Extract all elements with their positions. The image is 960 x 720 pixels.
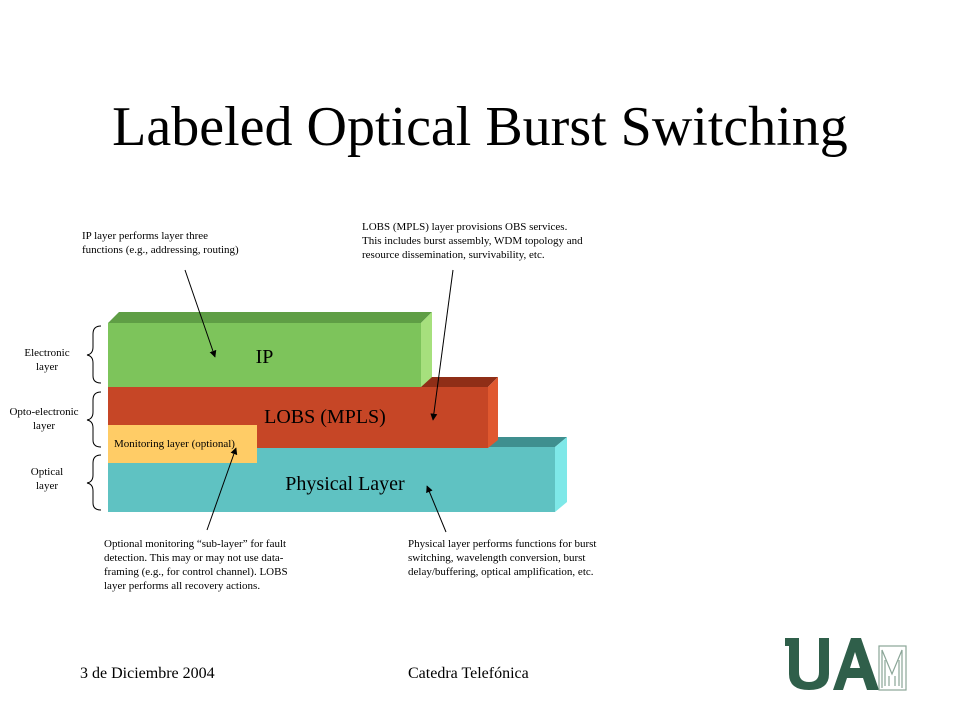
ip-note-arrow: [184, 269, 217, 358]
uam-logo-icon: [785, 638, 907, 691]
monitor-note-arrow: [206, 447, 238, 531]
slide-title: Labeled Optical Burst Switching: [112, 96, 848, 158]
physical-layer-side: [555, 437, 567, 512]
monitoring-layer-note: Optional monitoring “sub-layer” for faul…: [104, 538, 288, 592]
ip-layer-top: [108, 312, 432, 323]
ip-layer-block: [108, 312, 432, 387]
monitoring-layer-label: Monitoring layer (optional): [114, 438, 235, 450]
ip-layer-side: [421, 312, 432, 387]
footer-date: 3 de Diciembre 2004: [80, 665, 215, 682]
ip-layer-note: IP layer performs layer three functions …: [82, 230, 239, 256]
physical-layer-label: Physical Layer: [285, 473, 405, 495]
lobs-layer-label: LOBS (MPLS): [264, 406, 386, 428]
lobs-note-arrow: [430, 269, 454, 421]
electronic-layer-label: Electronic layer: [24, 347, 70, 373]
lobs-layer-note: LOBS (MPLS) layer provisions OBS service…: [362, 221, 583, 261]
ip-layer-front: [108, 323, 421, 387]
opto-electronic-layer-label: Opto-electronic layer: [9, 406, 79, 432]
physical-layer-note: Physical layer performs functions for bu…: [408, 538, 597, 578]
electronic-brace: [86, 325, 102, 384]
footer-center: Catedra Telefónica: [408, 665, 529, 682]
monitoring-layer-block: [108, 425, 257, 463]
optical-brace: [86, 454, 102, 511]
opto-electronic-brace: [86, 391, 102, 448]
physical-note-arrow: [426, 485, 447, 533]
lobs-layer-side: [488, 377, 498, 448]
ip-layer-label: IP: [255, 346, 274, 368]
optical-layer-label: Optical layer: [30, 466, 64, 492]
